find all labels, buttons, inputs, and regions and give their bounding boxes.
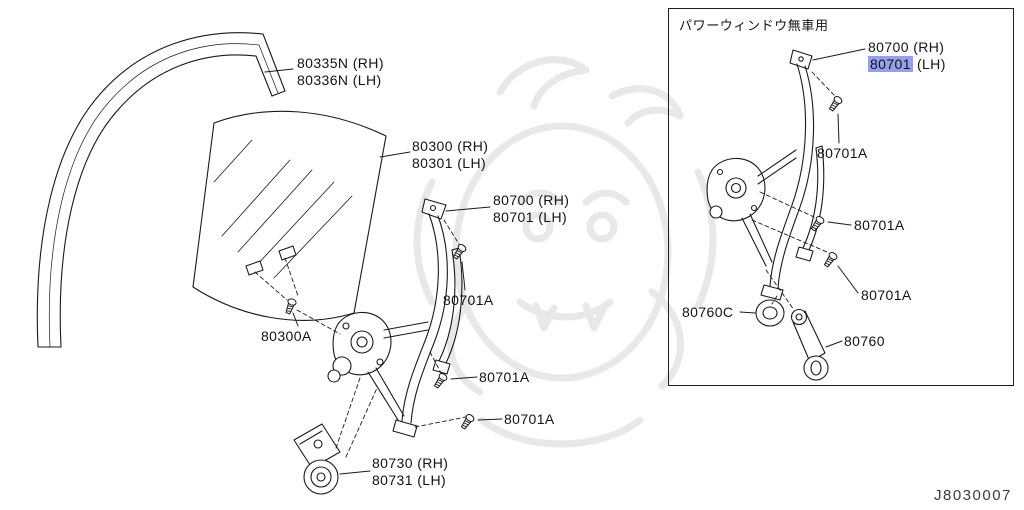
screw-icon <box>283 297 298 316</box>
part-label-inset-screw-top: 80701A <box>817 145 868 161</box>
bushing-drawing <box>755 299 785 327</box>
part-label-bushing: 80760C <box>682 304 734 320</box>
crank-handle-drawing <box>790 308 829 381</box>
assembly-dashed-lines-main <box>254 219 467 458</box>
part-label-screw-lower: 80701A <box>504 411 555 427</box>
part-number-line: 80701(LH) <box>868 56 946 73</box>
part-number-line: 80300 (RH) <box>412 138 489 154</box>
leader-lines-main <box>264 68 503 475</box>
part-label-regulator: 80700 (RH) 80701 (LH) <box>493 192 569 226</box>
diagram-id: J8030007 <box>934 487 1012 504</box>
inset-regulator-drawing <box>706 49 825 301</box>
part-number-line: 80701 (LH) <box>493 209 568 225</box>
door-glass-drawing <box>192 110 387 321</box>
part-label-screw-middle: 80701A <box>479 369 530 385</box>
part-label-glass-attachment: 80300A <box>261 328 312 344</box>
part-number-line: 80301 (LH) <box>412 155 487 171</box>
part-label-screw-upper: 80701A <box>443 292 494 308</box>
part-label-crank-handle: 80760 <box>844 333 885 349</box>
part-number-line: 80700 (RH) <box>493 192 570 208</box>
part-number-suffix: (LH) <box>916 56 946 72</box>
part-number-line: 80336N (LH) <box>297 72 382 88</box>
part-label-inset-screw-lower: 80701A <box>861 287 912 303</box>
part-number-line: 80730 (RH) <box>372 455 449 471</box>
part-label-inset-regulator: 80700 (RH) 80701(LH) <box>868 39 946 73</box>
window-regulator-drawing <box>327 198 463 438</box>
inset-panel-border <box>668 8 1014 386</box>
inset-panel-title: パワーウィンドウ無車用 <box>679 18 829 33</box>
assembly-dashed-lines-inset <box>751 71 835 311</box>
highlighted-part-number: 80701 <box>868 56 913 72</box>
part-number-line: 80335N (RH) <box>297 55 384 71</box>
part-number-line: 80731 (LH) <box>372 472 447 488</box>
part-label-glass-run: 80335N (RH) 80336N (LH) <box>297 55 384 89</box>
part-label-inset-screw-middle: 80701A <box>854 217 905 233</box>
part-label-motor: 80730 (RH) 80731 (LH) <box>372 455 448 489</box>
screw-icon <box>432 371 449 390</box>
glass-run-channel-drawing <box>36 32 286 348</box>
glass-clip <box>245 245 297 276</box>
part-number-line: 80700 (RH) <box>868 39 945 55</box>
motor-assembly-drawing <box>293 423 341 495</box>
leader-lines-inset <box>739 48 866 348</box>
screw-icon <box>459 412 476 431</box>
part-label-door-glass: 80300 (RH) 80301 (LH) <box>412 138 488 172</box>
